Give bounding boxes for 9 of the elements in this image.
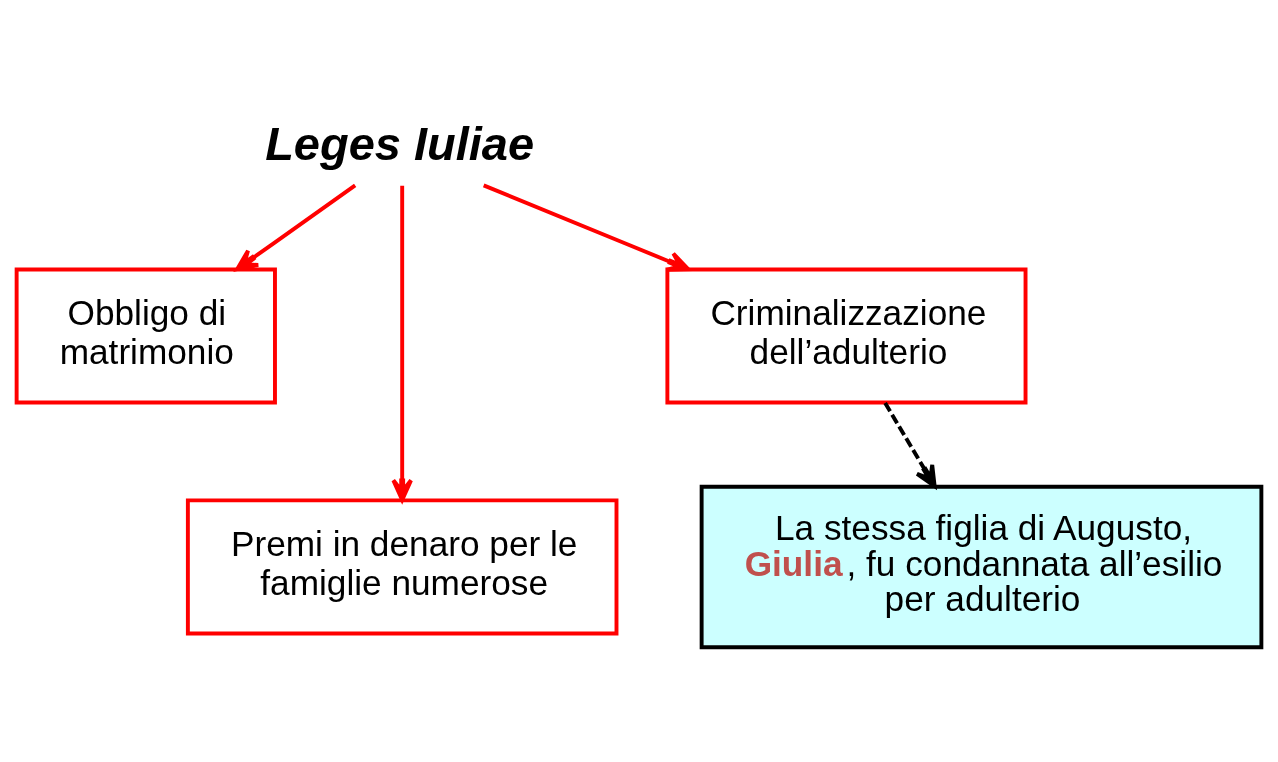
node-box: Premi in denaro per le famiglie numerose <box>185 498 619 636</box>
node-box: Obbligo di matrimonio <box>14 267 277 405</box>
arrow <box>883 402 937 489</box>
node-box: Criminalizzazione dell’adulterio <box>665 267 1028 405</box>
node-text: Leges Iuliae <box>265 117 535 171</box>
node-box: La stessa figlia di Augusto, Giulia, fu condannata all’esilio per adulterio <box>699 484 1264 650</box>
arrow <box>482 183 691 272</box>
arrow <box>391 185 413 502</box>
arrow <box>235 183 357 272</box>
